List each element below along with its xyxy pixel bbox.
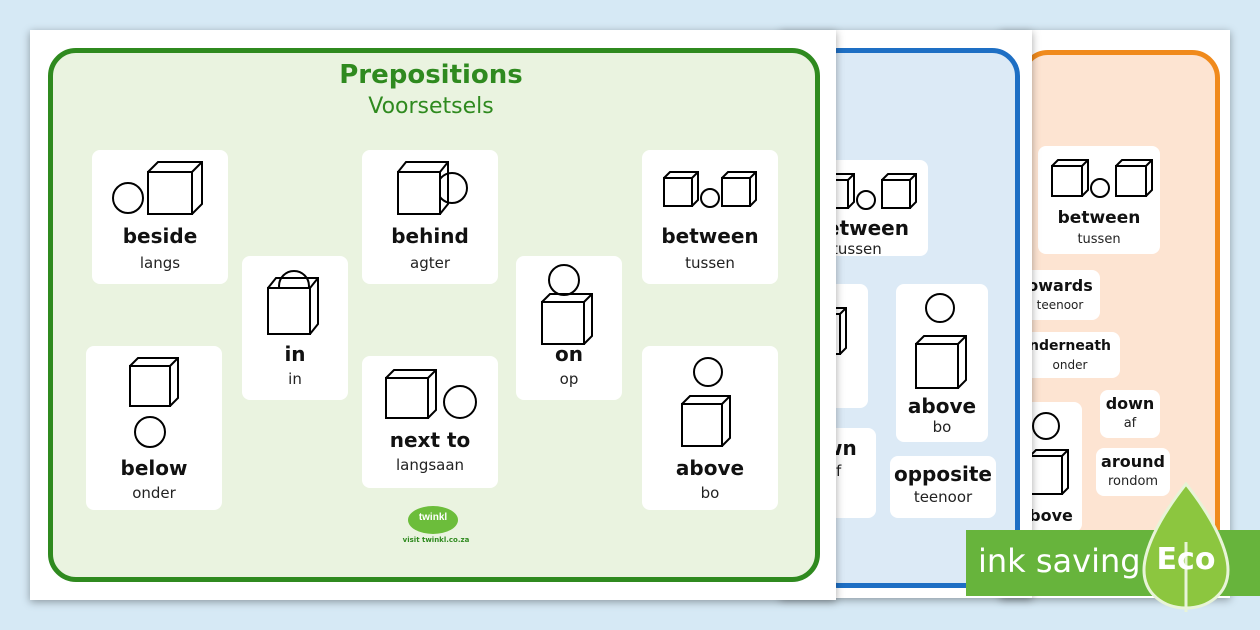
cubes-ball-icon (1051, 159, 1153, 198)
poster-green: Prepositions Voorsetsels beside langs be… (30, 30, 836, 600)
orange-card-around: around rondom (1096, 448, 1170, 496)
ball-on-cube-icon (1029, 412, 1069, 495)
word-afrikaans: onder (1052, 358, 1088, 372)
orange-card-down: down af (1100, 390, 1160, 438)
blue-card-above: above bo (896, 284, 988, 442)
word-afrikaans: teenoor (913, 488, 973, 506)
orange-card-underneath: nderneath onder (1020, 332, 1120, 378)
ball-on-cube-icon (915, 293, 967, 389)
word-english: owards (1027, 276, 1093, 295)
word-afrikaans: langs (139, 254, 181, 272)
word-afrikaans: onder (132, 484, 176, 502)
word-afrikaans: bo (932, 418, 952, 436)
word-afrikaans: in (288, 370, 302, 388)
word-english: down (1105, 394, 1155, 413)
poster-orange: between tussen owards teenoor nderneath … (1000, 30, 1230, 598)
word-english: behind (391, 224, 469, 248)
word-english: around (1101, 452, 1165, 471)
word-afrikaans: op (559, 370, 579, 388)
card-next-to: next to langsaan (362, 356, 498, 488)
word-afrikaans: agter (410, 254, 450, 272)
word-english: next to (389, 428, 471, 452)
card-behind: behind agter (362, 150, 498, 284)
word-english: bove (1029, 506, 1073, 525)
word-english: opposite (894, 462, 992, 486)
word-english: etween (826, 216, 909, 240)
card-between: between tussen (642, 150, 778, 284)
word-english: between (1057, 208, 1141, 228)
eco-tag: Eco (1156, 542, 1216, 577)
word-afrikaans: tussen (1077, 232, 1121, 247)
card-beside: beside langs (92, 150, 228, 284)
word-english: in (284, 342, 306, 366)
leaf-icon (1142, 482, 1230, 612)
ball-above-cube-icon (681, 357, 731, 447)
card-above: above bo (642, 346, 778, 510)
ball-on-cube-icon (541, 264, 593, 345)
orange-card-between: between tussen (1038, 146, 1160, 254)
ball-between-cubes-icon (663, 171, 757, 208)
word-afrikaans: af (1123, 416, 1137, 431)
word-afrikaans: f (836, 462, 842, 480)
orange-card-towards: owards teenoor (1020, 270, 1100, 320)
word-afrikaans: tussen (832, 240, 882, 258)
twinkl-logo-text: twinkl (418, 512, 448, 523)
blue-card-opposite: opposite teenoor (890, 456, 996, 518)
word-afrikaans: langsaan (395, 456, 465, 474)
word-english: on (555, 342, 583, 366)
poster-subtitle: Voorsetsels (368, 94, 494, 119)
card-below: below onder (86, 346, 222, 510)
twinkl-logo: twinkl (408, 506, 458, 534)
ball-below-cube-icon (129, 357, 179, 448)
word-english: nderneath (1029, 338, 1111, 354)
word-english: between (661, 224, 759, 248)
ball-behind-cube-icon (397, 161, 468, 215)
word-afrikaans: teenoor (1036, 298, 1084, 312)
ball-beside-cube-icon (112, 161, 203, 215)
poster-title: Prepositions (339, 60, 523, 90)
word-afrikaans: rondom (1107, 474, 1159, 489)
ball-next-to-cube-icon (385, 369, 477, 419)
card-on: on op (516, 256, 622, 400)
word-afrikaans: tussen (685, 254, 735, 272)
eco-label: ink saving (978, 542, 1141, 580)
word-english: below (120, 456, 188, 480)
card-in: in in (242, 256, 348, 400)
word-english: above (675, 456, 745, 480)
ball-in-cube-icon (267, 270, 319, 335)
word-english: beside (122, 224, 198, 248)
word-english: above (907, 394, 977, 418)
word-afrikaans: bo (700, 484, 720, 502)
twinkl-url: visit twinkl.co.za (402, 536, 470, 544)
